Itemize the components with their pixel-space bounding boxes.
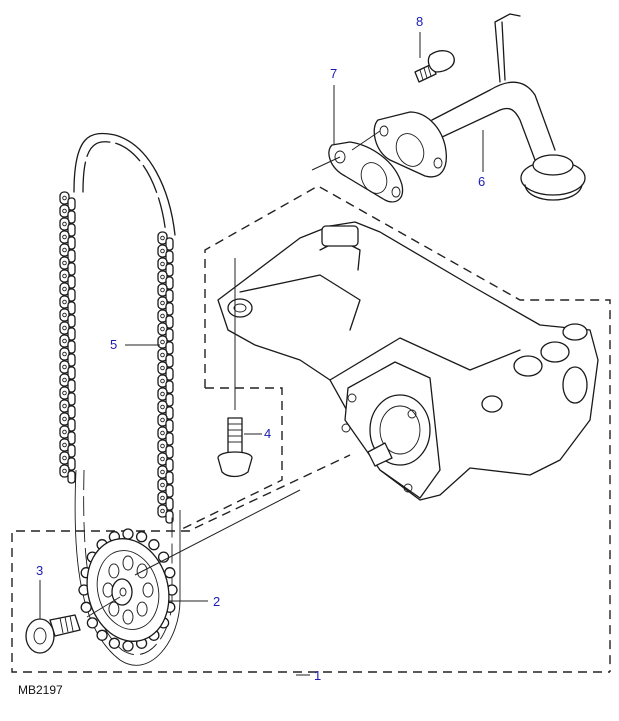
chain-link — [165, 432, 174, 446]
chain-link — [67, 405, 76, 419]
chain-link — [67, 223, 76, 237]
chain-link — [67, 444, 76, 458]
sprocket-tooth — [122, 640, 134, 652]
sprocket-hole — [108, 563, 120, 579]
chain-link — [67, 314, 76, 328]
chain-link — [165, 276, 174, 290]
chain-link — [67, 431, 76, 445]
reference-code: MB2197 — [18, 683, 63, 697]
pump-mounting-bolt — [217, 258, 253, 478]
sprocket-tooth — [135, 531, 148, 543]
chain-link — [67, 249, 76, 263]
callout-1: 1 — [314, 668, 322, 683]
assembly-boundary-upper — [179, 185, 611, 672]
chain-link — [165, 380, 174, 394]
chain-link — [67, 262, 76, 276]
chain-link — [67, 288, 76, 302]
sprocket-tooth — [108, 637, 121, 649]
chain-link — [165, 315, 174, 329]
chain-link — [67, 379, 76, 393]
gasket — [328, 141, 404, 203]
chain-link — [165, 289, 174, 303]
sprocket-tooth — [148, 539, 160, 551]
sprocket — [78, 528, 178, 652]
callout-6: 6 — [478, 174, 486, 189]
chain-link — [165, 484, 174, 498]
drive-chain — [59, 132, 181, 666]
pipe-bolt — [414, 50, 455, 83]
chain-link — [165, 445, 174, 459]
chain-link — [67, 301, 76, 315]
chain-link — [165, 263, 174, 277]
sprocket-tooth — [86, 617, 99, 629]
chain-link — [67, 353, 76, 367]
oil-pump-body — [217, 221, 599, 501]
sprocket-hole — [108, 601, 120, 617]
chain-link — [67, 236, 76, 250]
chain-link — [67, 197, 76, 211]
sprocket-tooth — [122, 528, 134, 540]
sprocket-tooth — [157, 551, 170, 563]
chain-link — [165, 406, 174, 420]
chain-link — [165, 341, 174, 355]
callout-4: 4 — [264, 426, 272, 441]
chain-link — [165, 458, 174, 472]
chain-link — [67, 418, 76, 432]
sprocket-hole — [142, 582, 154, 598]
chain-link — [67, 392, 76, 406]
chain-link — [165, 497, 174, 511]
chain-link — [165, 393, 174, 407]
callout-7: 7 — [330, 66, 338, 81]
chain-link — [165, 367, 174, 381]
assembly-boundary-lower — [11, 454, 610, 673]
chain-link — [67, 275, 76, 289]
sprocket-bolt — [25, 614, 81, 654]
sprocket-tooth — [96, 629, 108, 641]
chain-link — [165, 510, 174, 524]
chain-link — [165, 328, 174, 342]
sprocket-hole — [122, 609, 134, 625]
chain-link — [67, 470, 76, 484]
callout-2: 2 — [213, 594, 221, 609]
chain-link — [67, 210, 76, 224]
leader-lines — [39, 32, 484, 676]
chain-link — [165, 419, 174, 433]
chain-link — [67, 327, 76, 341]
chain-link — [67, 340, 76, 354]
chain-link — [67, 457, 76, 471]
chain-link — [67, 366, 76, 380]
chain-link — [165, 354, 174, 368]
sprocket-hole — [136, 563, 148, 579]
chain-link — [165, 250, 174, 264]
callout-5: 5 — [110, 337, 118, 352]
chain-link — [165, 471, 174, 485]
callout-8: 8 — [416, 14, 424, 29]
sprocket-hole — [122, 555, 134, 571]
chain-link — [165, 302, 174, 316]
pipe-flange — [373, 111, 447, 178]
oil-pickup-pipe — [431, 13, 586, 201]
callout-3: 3 — [36, 563, 44, 578]
sprocket-hole — [136, 601, 148, 617]
chain-link — [165, 237, 174, 251]
